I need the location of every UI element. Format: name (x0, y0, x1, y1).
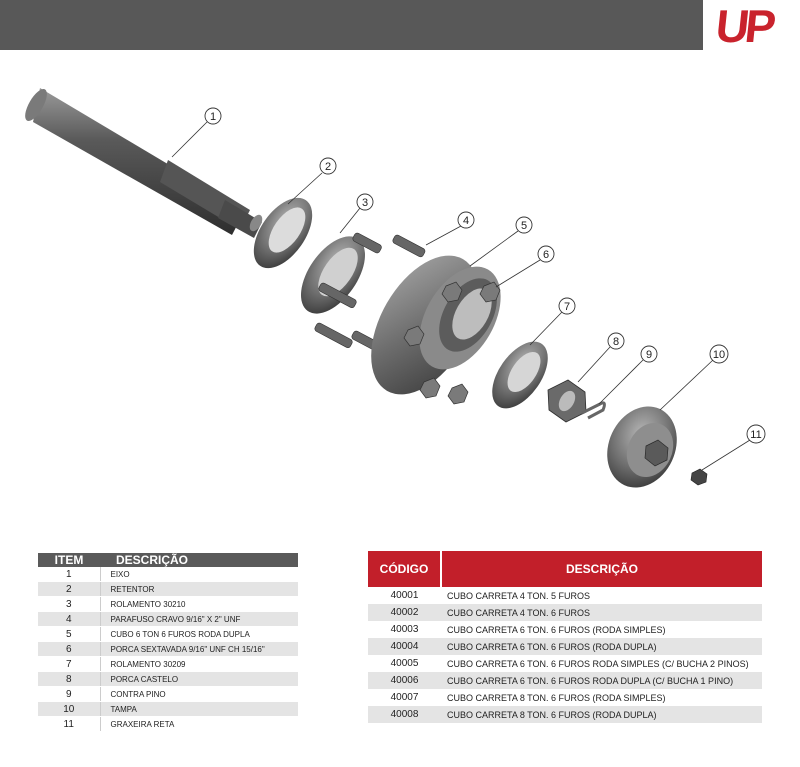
item-number: 11 (38, 716, 101, 732)
part-bearing-30210 (301, 236, 365, 314)
product-code: 40003 (368, 621, 441, 638)
product-code: 40001 (368, 587, 441, 604)
callout-7: 7 (564, 301, 570, 313)
item-description: RETENTOR (100, 581, 298, 597)
callout-10: 10 (713, 349, 725, 361)
item-description: CONTRA PINO (100, 686, 298, 702)
product-description: CUBO CARRETA 6 TON. 6 FUROS (RODA SIMPLE… (441, 621, 762, 638)
part-cap (607, 406, 677, 488)
product-description: CUBO CARRETA 8 TON. 6 FUROS (RODA DUPLA) (441, 706, 762, 723)
item-description: GRAXEIRA RETA (100, 716, 298, 732)
product-code: 40007 (368, 689, 441, 706)
product-code: 40002 (368, 604, 441, 621)
item-number: 5 (38, 626, 101, 642)
item-number: 1 (38, 567, 101, 582)
item-description: PORCA SEXTAVADA 9/16" UNF CH 15/16" (100, 641, 298, 657)
items-header-item: ITEM (38, 553, 100, 567)
item-number: 2 (38, 581, 101, 597)
callout-4: 4 (463, 215, 469, 227)
item-description: ROLAMENTO 30209 (100, 656, 298, 672)
callout-3: 3 (362, 197, 368, 209)
part-cotter-pin (581, 401, 606, 420)
callout-8: 8 (613, 336, 619, 348)
up-logo: UP (713, 0, 775, 52)
part-grease-fitting (690, 468, 708, 486)
codes-header-desc: DESCRIÇÃO (441, 551, 762, 587)
callout-5: 5 (521, 220, 527, 232)
part-hub (371, 255, 501, 395)
item-description: CUBO 6 TON 6 FUROS RODA DUPLA (100, 626, 298, 642)
items-header-desc: DESCRIÇÃO (100, 553, 298, 567)
product-description: CUBO CARRETA 4 TON. 5 FUROS (441, 587, 762, 604)
item-number: 9 (38, 686, 101, 702)
callout-11: 11 (750, 429, 761, 441)
exploded-diagram: 1 2 3 4 5 6 7 8 9 10 11 (25, 88, 766, 488)
header-bar (0, 0, 703, 50)
part-nuts (403, 281, 501, 405)
item-description: PARAFUSO CRAVO 9/16" X 2" UNF (100, 611, 298, 627)
product-description: CUBO CARRETA 4 TON. 6 FUROS (441, 604, 762, 621)
item-number: 7 (38, 656, 101, 672)
item-description: ROLAMENTO 30210 (100, 596, 298, 612)
part-shaft (25, 88, 263, 238)
product-description: CUBO CARRETA 6 TON. 6 FUROS RODA DUPLA (… (441, 672, 762, 689)
callout-leaders (171, 121, 751, 471)
product-description: CUBO CARRETA 8 TON. 6 FUROS (RODA SIMPLE… (441, 689, 762, 706)
callout-1: 1 (210, 111, 216, 123)
callout-2: 2 (325, 161, 331, 173)
codes-header-code: CÓDIGO (368, 551, 442, 587)
product-code: 40004 (368, 638, 441, 655)
product-code: 40008 (368, 706, 441, 723)
item-description: EIXO (100, 567, 298, 582)
item-number: 10 (38, 701, 101, 717)
product-description: CUBO CARRETA 6 TON. 6 FUROS (RODA DUPLA) (441, 638, 762, 655)
part-bearing-30209 (492, 341, 548, 409)
callout-6: 6 (543, 249, 549, 261)
part-retainer (253, 197, 313, 269)
part-studs (314, 232, 426, 352)
part-castle-nut (547, 379, 587, 423)
item-number: 6 (38, 641, 101, 657)
item-description: TAMPA (100, 701, 298, 717)
item-number: 8 (38, 671, 101, 687)
callout-circles (204, 107, 766, 444)
item-number: 4 (38, 611, 101, 627)
product-code: 40006 (368, 672, 441, 689)
product-description: CUBO CARRETA 6 TON. 6 FUROS RODA SIMPLES… (441, 655, 762, 672)
item-description: PORCA CASTELO (100, 671, 298, 687)
callout-9: 9 (646, 349, 652, 361)
item-number: 3 (38, 596, 101, 612)
product-code: 40005 (368, 655, 441, 672)
